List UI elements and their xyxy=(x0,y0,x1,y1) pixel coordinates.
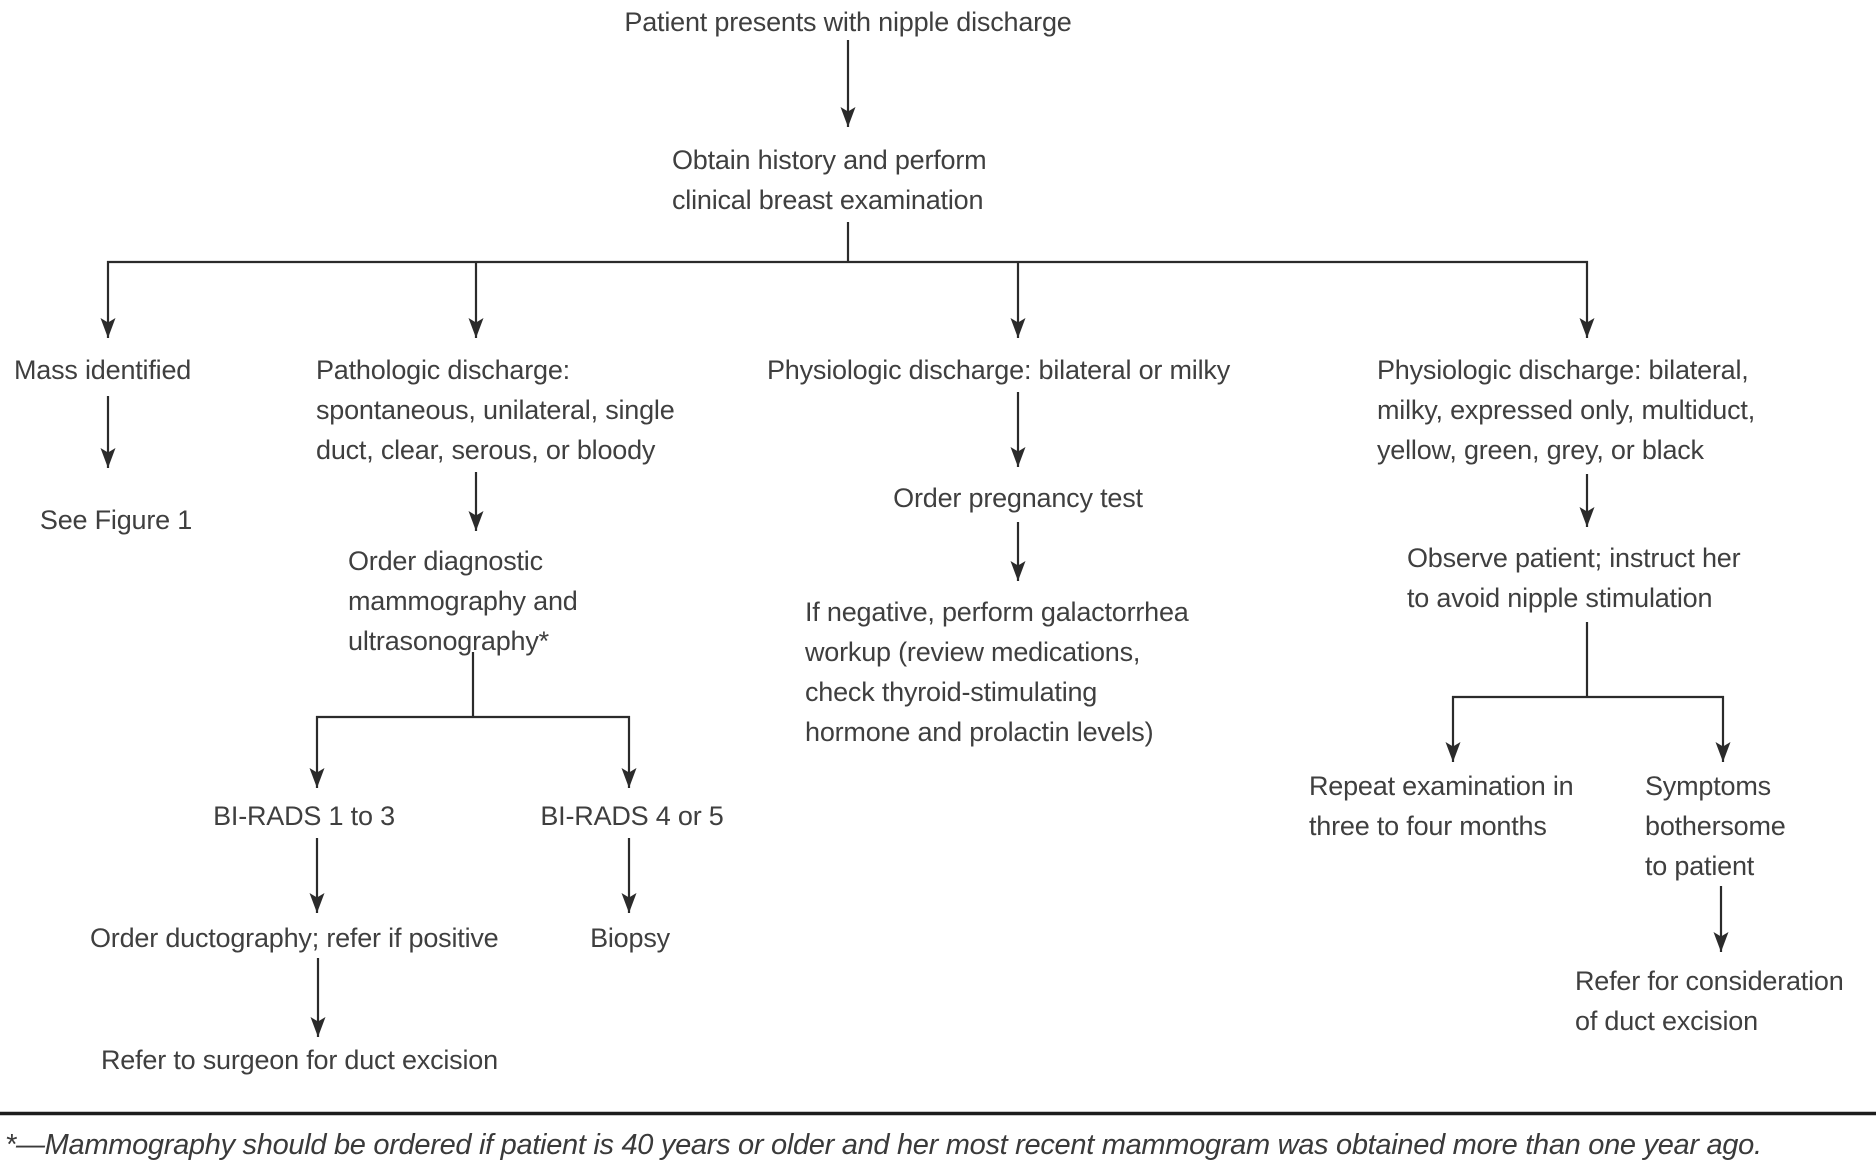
node-patient-presents: Patient presents with nipple discharge xyxy=(624,7,1072,37)
node-order-pregnancy-test: Order pregnancy test xyxy=(893,483,1143,513)
node-physiologic-bilateral-milky: Physiologic discharge: bilateral or milk… xyxy=(767,355,1230,385)
node-refer-to-surgeon: Refer to surgeon for duct excision xyxy=(101,1045,498,1075)
footnote-mammography: *—Mammography should be ordered if patie… xyxy=(5,1129,1762,1161)
node-birads-4-or-5: BI-RADS 4 or 5 xyxy=(540,801,724,831)
node-order-ductography: Order ductography; refer if positive xyxy=(90,923,499,953)
node-refer-duct-excision: Refer for consideration of duct excision xyxy=(1575,966,1844,1036)
node-birads-1-to-3: BI-RADS 1 to 3 xyxy=(213,801,395,831)
node-galactorrhea-workup: If negative, perform galactorrhea workup… xyxy=(805,597,1189,747)
node-symptoms-bothersome: Symptoms bothersome to patient xyxy=(1645,771,1786,881)
node-pathologic-discharge: Pathologic discharge: spontaneous, unila… xyxy=(316,355,675,465)
node-physiologic-multiduct: Physiologic discharge: bilateral, milky,… xyxy=(1377,355,1756,465)
node-order-diagnostic-imaging: Order diagnostic mammography and ultraso… xyxy=(348,546,578,656)
node-see-figure-1: See Figure 1 xyxy=(39,505,193,535)
node-obtain-history: Obtain history and perform clinical brea… xyxy=(672,145,987,215)
node-observe-patient: Observe patient; instruct her to avoid n… xyxy=(1407,543,1741,613)
node-repeat-examination: Repeat examination in three to four mont… xyxy=(1309,771,1574,841)
node-mass-identified: Mass identified xyxy=(14,355,192,385)
node-biopsy: Biopsy xyxy=(590,923,670,953)
